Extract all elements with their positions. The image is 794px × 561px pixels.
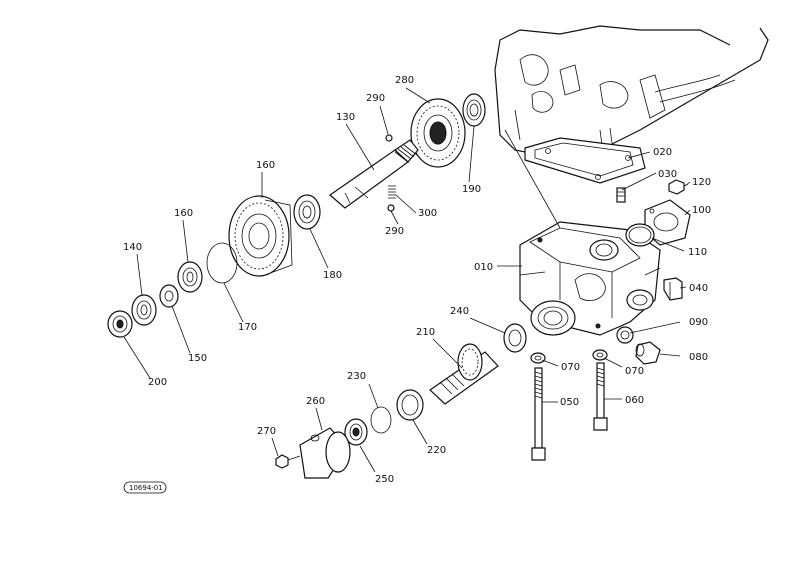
- gear-280: [410, 98, 466, 168]
- callout-290-top: 290: [366, 93, 385, 104]
- plug-080: [635, 341, 661, 365]
- seal-250: [344, 418, 368, 446]
- callout-190: 190: [462, 184, 481, 195]
- callout-070-right: 070: [625, 366, 644, 377]
- snap-ring-230: [370, 406, 392, 434]
- callout-180: 180: [323, 270, 342, 281]
- callout-140: 140: [123, 242, 142, 253]
- o-ring-110: [625, 223, 655, 247]
- ball-290-top: [385, 134, 393, 142]
- pinion-shaft-210: [429, 343, 499, 405]
- callout-060: 060: [625, 395, 644, 406]
- callout-240: 240: [450, 306, 469, 317]
- callout-050: 050: [560, 397, 579, 408]
- callout-210: 210: [416, 327, 435, 338]
- callout-130: 130: [336, 112, 355, 123]
- reference-code: 10694-01: [129, 484, 163, 492]
- snap-ring-170: [206, 242, 238, 284]
- callout-300: 300: [418, 208, 437, 219]
- engine-block-outline: [494, 25, 769, 156]
- callout-020: 020: [653, 147, 672, 158]
- callout-labels: 010 020 030 040 050 060 070 070 080 090 …: [123, 75, 711, 485]
- callout-070-left: 070: [561, 362, 580, 373]
- callout-250: 250: [375, 474, 394, 485]
- plug-040: [663, 277, 683, 301]
- leader-lines: [123, 87, 691, 473]
- bolt-270: [275, 454, 301, 469]
- callout-170: 170: [238, 322, 257, 333]
- gearbox-housing: [519, 221, 661, 336]
- callout-100: 100: [692, 205, 711, 216]
- callout-200: 200: [148, 377, 167, 388]
- cap-260: [299, 427, 351, 479]
- bolt-120: [668, 179, 689, 195]
- callout-260: 260: [306, 396, 325, 407]
- seal-200: [107, 310, 133, 338]
- callout-080: 080: [689, 352, 708, 363]
- bearing-160-left: [177, 261, 203, 293]
- washer-070-left: [530, 352, 546, 364]
- spring-300: [388, 185, 396, 199]
- ball-290-bottom: [387, 204, 395, 212]
- callout-280: 280: [395, 75, 414, 86]
- callout-040: 040: [689, 283, 708, 294]
- washer-070-right: [592, 349, 608, 361]
- callout-090: 090: [689, 317, 708, 328]
- callout-110: 110: [688, 247, 707, 258]
- stud-bolt-060: [593, 362, 608, 431]
- bearing-180-shaft: [293, 194, 321, 230]
- reference-code-badge: 10694-01: [123, 481, 167, 494]
- bearing-140: [131, 294, 157, 326]
- bearing-220: [396, 389, 424, 421]
- bearing-190: [462, 93, 486, 127]
- washer-090: [616, 326, 634, 344]
- callout-150: 150: [188, 353, 207, 364]
- callout-290-bottom: 290: [385, 226, 404, 237]
- washer-150: [159, 284, 179, 308]
- callout-010: 010: [474, 262, 493, 273]
- callout-270: 270: [257, 426, 276, 437]
- callout-230: 230: [347, 371, 366, 382]
- callout-220: 220: [427, 445, 446, 456]
- gear-160: [228, 195, 293, 277]
- callout-160-gear: 160: [256, 160, 275, 171]
- plug-030: [616, 187, 626, 203]
- callout-120: 120: [692, 177, 711, 188]
- callout-160-bearing: 160: [174, 208, 193, 219]
- bearing-240: [503, 323, 527, 353]
- stud-bolt-050: [531, 367, 546, 461]
- gasket-020: [524, 137, 646, 184]
- callout-030: 030: [658, 169, 677, 180]
- shaft-130: [329, 139, 419, 209]
- cover-100: [644, 199, 691, 246]
